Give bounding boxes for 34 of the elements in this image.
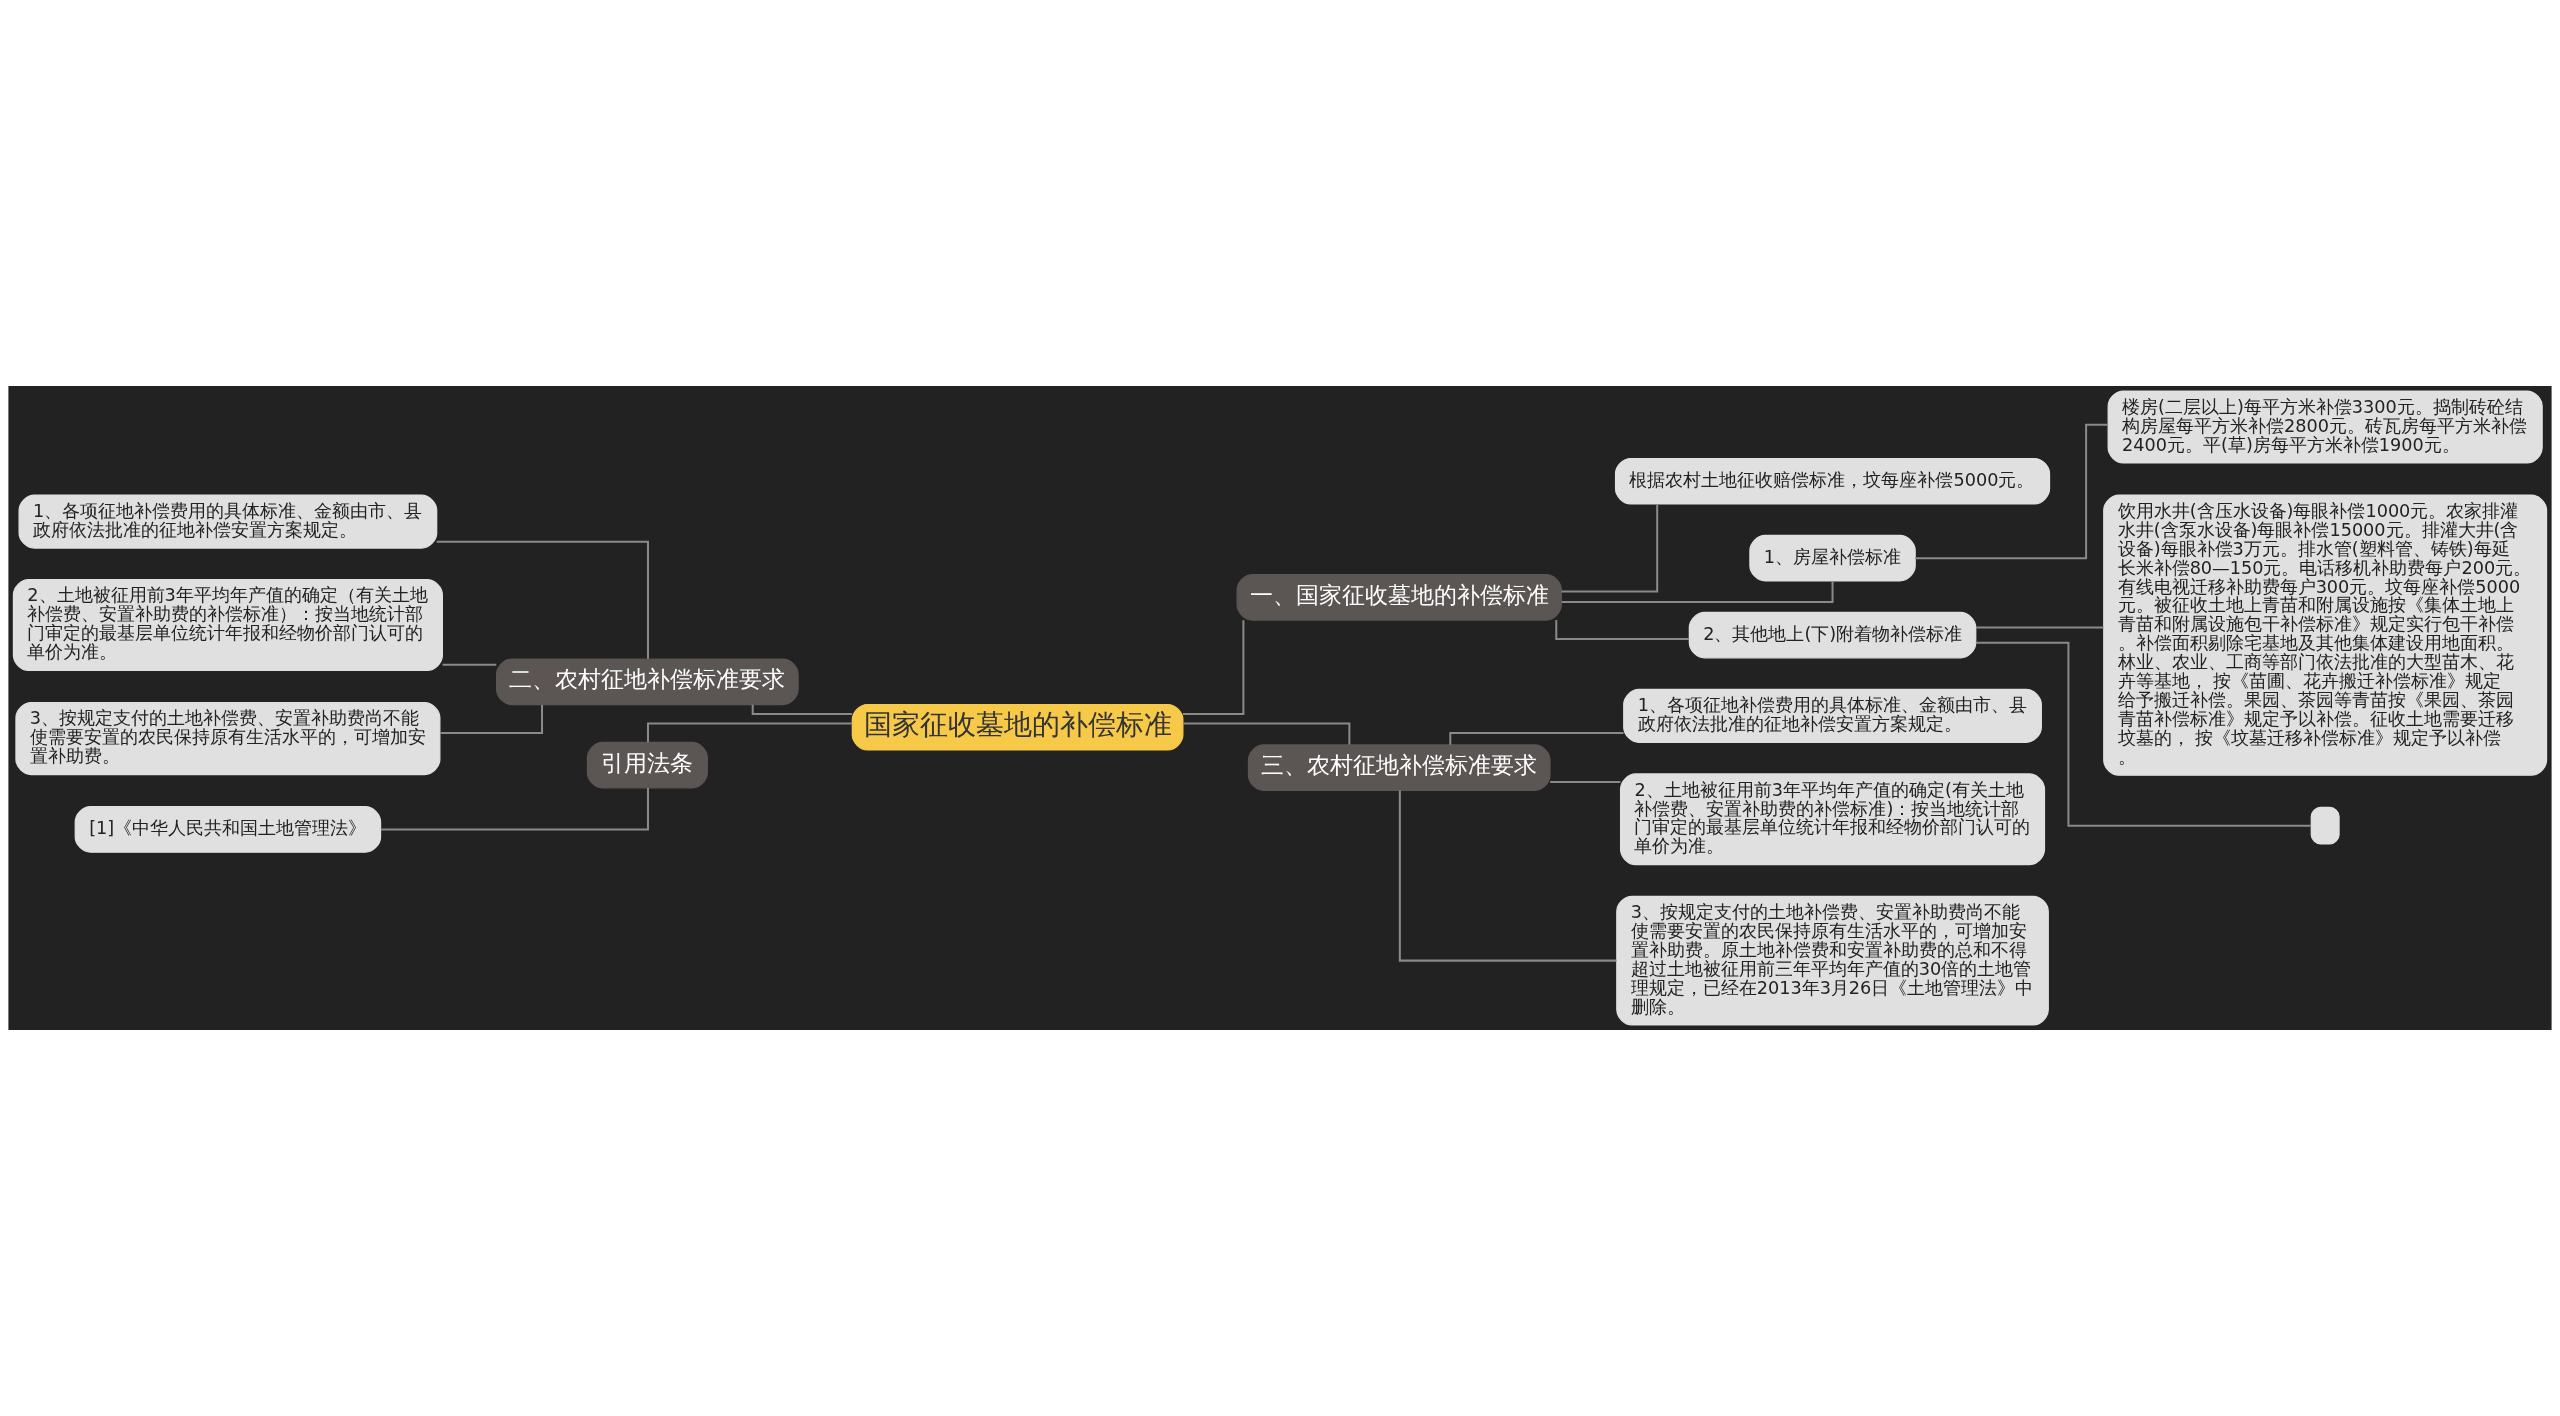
node-box: 2、土地被征用前3年平均年产值的确定(有关土地补偿费、安置补助费的补偿标准)：按当地统计部门审定的最基层单位统计年报和经物价部门认可的单价为准。 [1619,773,2046,866]
node-box: 国家征收墓地的补偿标准 [851,703,1184,751]
connector [436,540,649,659]
node-box: 3、按规定支付的土地补偿费、安置补助费尚不能使需要安置的农民保持原有生活水平的，可增加安置补助费。原土地补偿费和安置补助费的总和不得超过土地被征用前三年平均年产值的30倍的土地管理规定，已经在2013年3月26日《土地管理法》中删除。 [1616,895,2049,1026]
connector [751,704,853,715]
connector [1183,722,1351,745]
node-box: 饮用水井(含压水设备)每眼补偿1000元。农家排灌水井(含泵水设备)每眼补偿15000元。排灌大井(含设备)每眼补偿3万元。排水管(塑料管、铸铁)每延长米补偿80—150元。电话移机补助费每户200元。有线电视迁移补助费每户300元。坟每座补偿5000元。被征收土地上青苗和附属设施按《集体土地上青苗和附属设施包干补偿标准》规定实行包干补偿。补偿面积剔除宅基地及其他集体建设用地面积。林业、农业、工商等部门依法批准的大型苗木、花卉等基地， 按《苗圃、花卉搬迁补偿标准》规定给予搬迁补偿。果园、茶园等青苗按《果园、茶园青苗补偿标准》规定予以补偿。征收土地需要迁移坟墓的， 按《坟墓迁移补偿标准》规定予以补偿。 [2103,494,2548,776]
node-box: 1、各项征地补偿费用的具体标准、金额由市、县政府依法批准的征地补偿安置方案规定。 [18,494,438,549]
node-box: 1、各项征地补偿费用的具体标准、金额由市、县政府依法批准的征地补偿安置方案规定。 [1623,688,2042,743]
connector [1449,731,1624,745]
node-box: 引用法条 [586,741,708,789]
connector [1915,423,2109,560]
connector [1555,620,1690,640]
connector [1182,620,1245,715]
node-box: 2、土地被征用前3年平均年产值的确定（有关土地补偿费、安置补助费的补偿标准）：按当地统计部门审定的最基层单位统计年报和经物价部门认可的单价为准。 [12,579,443,672]
connector [1561,581,1834,603]
connector [1561,504,1659,593]
connector [646,722,853,743]
node-box: 楼房(二层以上)每平方米补偿3300元。捣制砖砼结构房屋每平方米补偿2800元。砖瓦房每平方米补偿2400元。平(草)房每平方米补偿1900元。 [2107,390,2543,464]
connector [1550,781,1621,784]
connector [1398,790,1617,962]
connector [1976,626,2104,629]
node-box: 3、按规定支付的土地补偿费、安置补助费尚不能使需要安置的农民保持原有生活水平的，可增加安置补助费。 [15,702,441,776]
connector [442,663,497,666]
node-box: [1]《中华人民共和国土地管理法》 [74,806,382,853]
node-box: 二、农村征地补偿标准要求 [495,658,799,706]
connector [1975,641,2311,827]
node-box: 三、农村征地补偿标准要求 [1247,744,1551,791]
node-box: 1、房屋补偿标准 [1749,534,1916,582]
connector [380,787,649,831]
node-box: 2、其他地上(下)附着物补偿标准 [1688,611,1977,659]
node-box [2310,806,2340,845]
node-box: 一、国家征收墓地的补偿标准 [1236,573,1562,621]
node-box: 根据农村土地征收赔偿标准，坟每座补偿5000元。 [1614,457,2051,505]
